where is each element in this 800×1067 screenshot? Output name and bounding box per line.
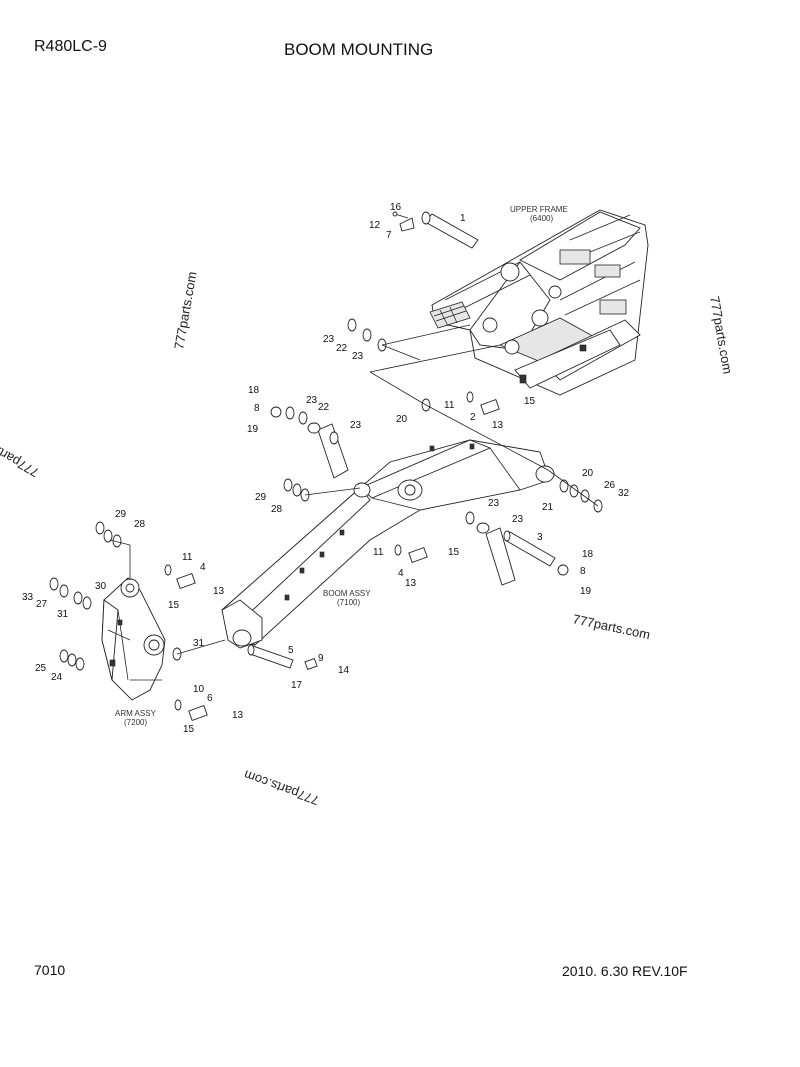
callout-32: 32: [618, 488, 630, 499]
callout-12: 12: [369, 220, 381, 231]
callout-19: 19: [580, 586, 592, 597]
callout-6: 6: [207, 693, 213, 704]
callout-23: 23: [488, 498, 500, 509]
callout-18: 18: [582, 549, 594, 560]
callout-23: 23: [323, 334, 335, 345]
watermark-text: 777parts.com: [171, 270, 199, 350]
callout-31: 31: [57, 609, 69, 620]
callout-11: 11: [373, 547, 384, 558]
callout-20: 20: [582, 468, 594, 479]
callout-5: 5: [288, 645, 294, 656]
callout-11: 11: [182, 552, 193, 563]
callout-9: 9: [318, 653, 324, 664]
upper-frame-label: UPPER FRAME: [510, 205, 568, 214]
boom-drawing: [221, 439, 555, 649]
callout-11: 11: [444, 400, 455, 411]
shims-and-washers: [49, 318, 603, 671]
callout-2: 2: [470, 412, 476, 423]
callout-15: 15: [524, 396, 536, 407]
watermark-text: 777parts.com: [242, 767, 321, 808]
callout-31: 31: [193, 638, 205, 649]
assembly-lines: [109, 324, 599, 681]
callout-4: 4: [200, 562, 206, 573]
callout-15: 15: [168, 600, 180, 611]
callout-10: 10: [193, 684, 205, 695]
pins-and-fasteners: [164, 391, 569, 722]
callout-8: 8: [580, 566, 586, 577]
watermark-text: 777parts.com: [707, 295, 735, 375]
pin-1-group: [392, 211, 479, 249]
callout-21: 21: [542, 502, 554, 513]
callout-4: 4: [398, 568, 404, 579]
callout-3: 3: [537, 532, 543, 543]
page-title: BOOM MOUNTING: [284, 40, 434, 59]
assembly-labels: UPPER FRAME (6400) BOOM ASSY (7100) ARM …: [115, 205, 568, 727]
callout-17: 17: [291, 680, 303, 691]
boom-assy-label: BOOM ASSY: [323, 589, 371, 598]
callout-30: 30: [95, 581, 107, 592]
callout-33: 33: [22, 592, 34, 603]
callout-13: 13: [492, 420, 504, 431]
upper-frame-drawing: [429, 209, 649, 396]
model-number: R480LC-9: [34, 38, 107, 55]
callout-18: 18: [248, 385, 260, 396]
arm-drawing: [101, 577, 166, 701]
callout-1: 1: [460, 213, 466, 224]
callout-26: 26: [604, 480, 616, 491]
arm-assy-label: ARM ASSY: [115, 709, 157, 718]
callout-23: 23: [512, 514, 524, 525]
arm-assy-code: (7200): [124, 718, 147, 727]
boom-assy-code: (7100): [337, 598, 360, 607]
callout-25: 25: [35, 663, 47, 674]
callout-15: 15: [448, 547, 460, 558]
callout-19: 19: [247, 424, 259, 435]
callout-13: 13: [405, 578, 417, 589]
callout-23: 23: [306, 395, 318, 406]
callout-13: 13: [213, 586, 225, 597]
watermark-text: 777parts.com: [571, 611, 651, 642]
revision-date: 2010. 6.30 REV.10F: [562, 963, 688, 979]
callout-7: 7: [386, 230, 392, 241]
callout-23: 23: [350, 420, 362, 431]
callout-28: 28: [134, 519, 146, 530]
callout-14: 14: [338, 665, 350, 676]
callout-15: 15: [183, 724, 195, 735]
callout-24: 24: [51, 672, 63, 683]
callout-20: 20: [396, 414, 408, 425]
callout-16: 16: [390, 202, 402, 213]
callout-23: 23: [352, 351, 364, 362]
watermark-text: 777parts.com: [0, 428, 41, 480]
boom-cylinders: [307, 422, 516, 586]
upper-frame-code: (6400): [530, 214, 553, 223]
callout-27: 27: [36, 599, 48, 610]
callout-28: 28: [271, 504, 283, 515]
callout-29: 29: [255, 492, 267, 503]
callout-22: 22: [318, 402, 330, 413]
callout-22: 22: [336, 343, 348, 354]
callout-labels: 1 16 12 7 23 22 23 18 8 19 23 22 23 20 1…: [22, 202, 630, 735]
callout-29: 29: [115, 509, 127, 520]
callout-8: 8: [254, 403, 260, 414]
callout-13: 13: [232, 710, 244, 721]
page-number: 7010: [34, 962, 66, 978]
